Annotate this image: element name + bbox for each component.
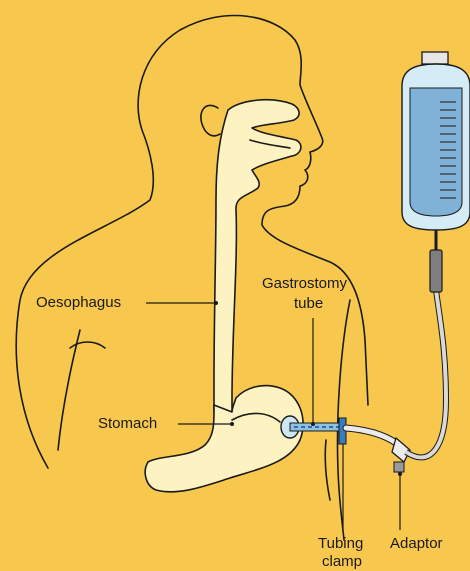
stomach-dot <box>230 422 234 426</box>
stomach-label: Stomach <box>98 415 157 432</box>
body-outline <box>16 16 368 468</box>
abdomen-line <box>325 440 330 500</box>
oesophagus-shape <box>214 100 301 412</box>
gastrostomy-label-line2: tube <box>294 295 323 312</box>
oesophagus-label: Oesophagus <box>36 294 121 311</box>
adaptor-label: Adaptor <box>390 535 443 552</box>
feeding-bag-fluid <box>410 88 462 216</box>
adaptor-tip <box>394 462 404 472</box>
oesophagus-dot <box>214 301 218 305</box>
tubing-clamp-label-line2: clamp <box>322 553 362 570</box>
adaptor-body <box>392 438 410 462</box>
ear-outline <box>201 105 220 135</box>
adaptor-dot <box>398 472 402 476</box>
drip-chamber <box>430 250 442 292</box>
tubing-clamp-label-line1: Tubing <box>318 535 363 552</box>
torso-left-outline <box>58 330 80 450</box>
gastrostomy-dot <box>311 422 315 426</box>
feeding-bag-cap <box>422 52 448 64</box>
gastrostomy-label-line1: Gastrostomy <box>262 275 348 292</box>
